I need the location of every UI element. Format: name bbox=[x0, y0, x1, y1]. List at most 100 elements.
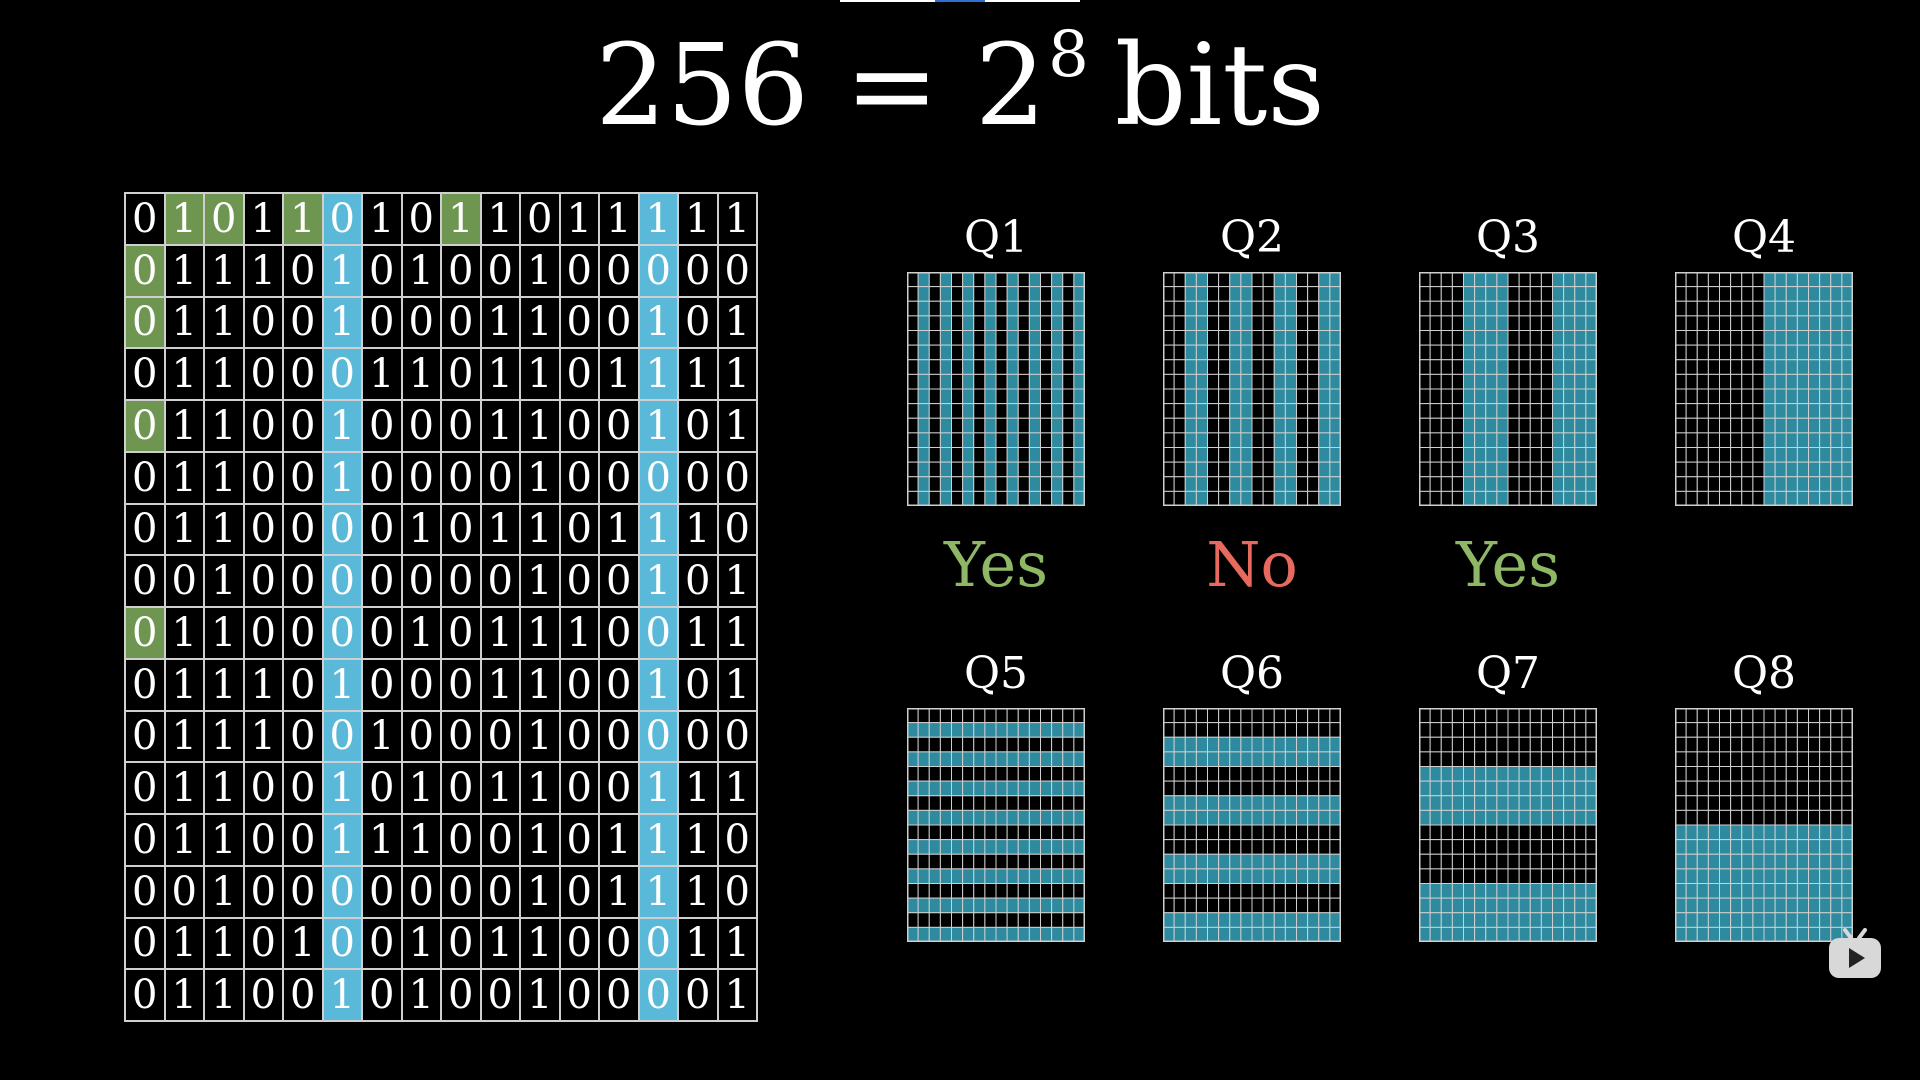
bit-cell: 0 bbox=[441, 969, 481, 1021]
mini-cell bbox=[1040, 403, 1053, 419]
bit-cell: 1 bbox=[520, 244, 560, 297]
mini-cell bbox=[1474, 722, 1487, 738]
mini-cell bbox=[1808, 490, 1821, 506]
mini-cell bbox=[995, 926, 1008, 942]
mini-cell bbox=[1307, 330, 1320, 346]
mini-cell bbox=[1184, 359, 1197, 375]
mini-cell bbox=[1574, 883, 1587, 899]
mini-cell bbox=[1440, 766, 1453, 782]
mini-cell bbox=[1440, 417, 1453, 434]
mini-cell bbox=[1307, 373, 1320, 390]
mini-cell bbox=[1819, 461, 1832, 478]
mini-cell bbox=[1574, 359, 1587, 375]
mini-cell bbox=[1463, 388, 1476, 405]
mini-cell bbox=[1296, 839, 1309, 855]
bit-cell: 0 bbox=[125, 814, 165, 866]
mini-cell bbox=[1040, 926, 1053, 942]
mini-cell bbox=[1540, 490, 1553, 506]
mini-cell bbox=[1707, 897, 1720, 914]
mini-cell bbox=[1273, 403, 1286, 419]
mini-cell bbox=[1574, 432, 1587, 448]
mini-cell bbox=[1051, 897, 1064, 914]
mini-cell bbox=[1318, 708, 1331, 724]
mini-cell bbox=[1207, 330, 1220, 346]
mini-cell bbox=[1719, 795, 1732, 811]
mini-cell bbox=[1006, 476, 1019, 492]
mini-cell bbox=[1296, 883, 1309, 899]
mini-cell bbox=[973, 912, 986, 928]
mini-cell bbox=[1774, 330, 1787, 346]
mini-cell bbox=[984, 447, 997, 463]
mini-cell bbox=[1017, 722, 1030, 738]
mini-cell bbox=[939, 897, 952, 914]
mini-cell bbox=[1296, 476, 1309, 492]
bit-cell: 1 bbox=[164, 244, 204, 297]
mini-cell bbox=[1017, 490, 1030, 506]
mini-cell bbox=[1707, 708, 1720, 724]
mini-cell bbox=[1329, 868, 1341, 884]
mini-cell bbox=[1040, 897, 1053, 914]
bit-cell: 1 bbox=[520, 917, 560, 970]
mini-cell bbox=[1585, 315, 1597, 331]
mini-cell bbox=[995, 809, 1008, 826]
mini-cell bbox=[1073, 736, 1085, 753]
mini-cell bbox=[939, 708, 952, 724]
mini-cell bbox=[1207, 912, 1220, 928]
mini-cell bbox=[1028, 853, 1041, 870]
mini-cell bbox=[1218, 766, 1231, 782]
mini-cell bbox=[1229, 359, 1242, 375]
mini-cell bbox=[1040, 359, 1053, 375]
mini-cell bbox=[1262, 330, 1275, 346]
mini-cell bbox=[973, 272, 986, 288]
mini-cell bbox=[1518, 839, 1531, 855]
mini-cell bbox=[1017, 883, 1030, 899]
mini-cell bbox=[1474, 490, 1487, 506]
mini-cell bbox=[1218, 722, 1231, 738]
bit-cell: 1 bbox=[164, 400, 204, 452]
mini-cell bbox=[1819, 300, 1832, 317]
mini-cell bbox=[1284, 795, 1297, 811]
mini-cell bbox=[1440, 330, 1453, 346]
mini-cell bbox=[928, 330, 941, 346]
mini-cell bbox=[1273, 897, 1286, 914]
mini-cell bbox=[1207, 780, 1220, 797]
mini-cell bbox=[1173, 839, 1186, 855]
mini-cell bbox=[1163, 403, 1175, 419]
mini-cell bbox=[917, 476, 930, 492]
mini-cell bbox=[1730, 432, 1743, 448]
mini-cell bbox=[917, 912, 930, 928]
mini-cell bbox=[939, 926, 952, 942]
mini-cell bbox=[1163, 417, 1175, 434]
mini-cell bbox=[1218, 839, 1231, 855]
mini-cell bbox=[1552, 926, 1565, 942]
mini-cell bbox=[1496, 736, 1509, 753]
bit-cell: 1 bbox=[520, 865, 560, 918]
mini-cell bbox=[1451, 447, 1464, 463]
question-grid-q8 bbox=[1675, 708, 1853, 942]
mini-cell bbox=[1207, 766, 1220, 782]
mini-cell bbox=[1485, 300, 1498, 317]
mini-cell bbox=[973, 461, 986, 478]
mini-cell bbox=[1808, 795, 1821, 811]
bit-cell: 1 bbox=[717, 296, 757, 349]
mini-cell bbox=[1675, 286, 1687, 302]
mini-cell bbox=[1062, 708, 1075, 724]
bit-cell: 1 bbox=[559, 193, 599, 245]
mini-cell bbox=[1730, 403, 1743, 419]
mini-cell bbox=[1540, 897, 1553, 914]
mini-cell bbox=[1229, 476, 1242, 492]
mini-cell bbox=[907, 476, 919, 492]
mini-cell bbox=[951, 300, 964, 317]
mini-cell bbox=[995, 315, 1008, 331]
mini-cell bbox=[1752, 912, 1765, 928]
mini-cell bbox=[1240, 736, 1253, 753]
mini-cell bbox=[1051, 868, 1064, 884]
mini-cell bbox=[1173, 853, 1186, 870]
mini-cell bbox=[1741, 447, 1754, 463]
bit-cell: 0 bbox=[125, 658, 165, 711]
mini-cell bbox=[1262, 722, 1275, 738]
mini-cell bbox=[1785, 388, 1798, 405]
tv-play-icon[interactable] bbox=[1827, 928, 1883, 980]
mini-cell bbox=[1785, 315, 1798, 331]
mini-cell bbox=[1040, 912, 1053, 928]
